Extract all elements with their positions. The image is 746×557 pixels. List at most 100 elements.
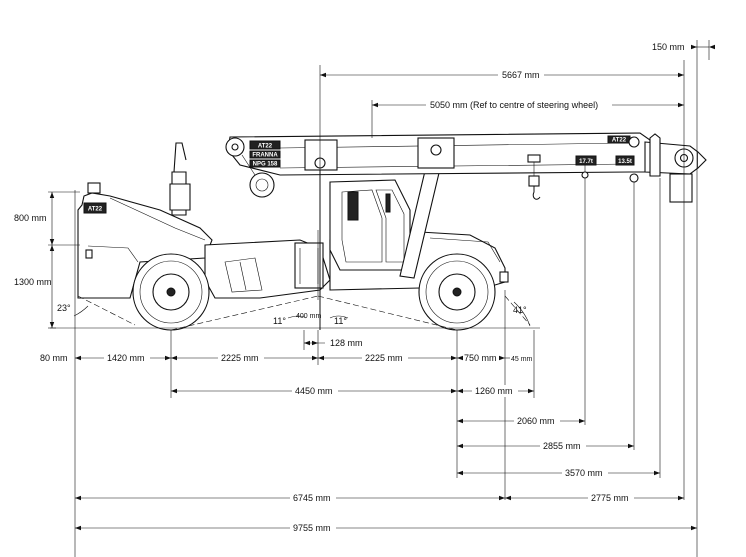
boom-plate-2-bg xyxy=(249,150,281,159)
angle-guides xyxy=(50,295,540,331)
arrowhead-down xyxy=(49,239,55,245)
arrowhead-left xyxy=(457,418,463,424)
rear-engine-housing xyxy=(77,192,213,299)
boom-plate-4-bg xyxy=(575,155,597,166)
dim-400: 400 mm xyxy=(296,313,321,320)
arrowhead-left xyxy=(171,355,177,361)
arrowhead-up xyxy=(49,192,55,198)
boom-plate-4: 17.7t xyxy=(579,159,593,165)
arrowhead-right xyxy=(579,418,585,424)
angle-arc-11-right xyxy=(329,315,349,319)
chassis-step xyxy=(224,257,263,293)
arrowhead-right xyxy=(678,72,684,78)
boom-plate-1-bg xyxy=(249,140,281,150)
engine-housing-panel xyxy=(87,245,139,263)
arrowhead-right xyxy=(691,44,697,50)
rear-light xyxy=(87,182,101,194)
arrowhead-left xyxy=(320,72,326,78)
extension-lines xyxy=(74,40,710,557)
counterweight-badge-bg xyxy=(83,202,107,214)
dim-2060: 2060 mm xyxy=(517,416,555,426)
boom-plate-3-bg xyxy=(249,159,281,168)
dim-2225-right: 2225 mm xyxy=(365,353,403,363)
dim-5667: 5667 mm xyxy=(502,70,540,80)
dim-6745: 6745 mm xyxy=(293,493,331,503)
dim-150: 150 mm xyxy=(652,42,685,52)
angle-front: 41° xyxy=(513,305,527,315)
arrowhead-left xyxy=(457,443,463,449)
boom-plate-5-bg xyxy=(615,155,635,166)
arrowhead-left xyxy=(171,388,177,394)
front-approach-line xyxy=(504,295,531,326)
angle-breakover-left: 11° xyxy=(273,316,286,326)
hook-head xyxy=(527,154,541,163)
arrowhead-left xyxy=(457,470,463,476)
arrowhead-left xyxy=(709,44,715,50)
arrowhead-left xyxy=(75,355,81,361)
boom-plate-3: NPG 158 xyxy=(253,162,278,168)
arrowhead-right xyxy=(312,355,318,361)
dim-2855: 2855 mm xyxy=(543,441,581,451)
rear-departure-line xyxy=(77,295,136,326)
arrowhead-right xyxy=(451,355,457,361)
angle-arc-11-left xyxy=(287,315,307,319)
arrowhead-right xyxy=(691,525,697,531)
hook-block xyxy=(528,175,540,187)
dim-1420: 1420 mm xyxy=(107,353,145,363)
arrowhead-left xyxy=(75,495,81,501)
front-light xyxy=(499,271,509,283)
arrowhead-left xyxy=(372,102,378,108)
arrowhead-right xyxy=(165,355,171,361)
dimension-arrowheads xyxy=(49,44,715,531)
dim-2775: 2775 mm xyxy=(591,493,629,503)
dim-5050: 5050 mm (Ref to centre of steering wheel… xyxy=(430,100,598,110)
angle-arc-23 xyxy=(73,305,89,317)
arrowhead-right xyxy=(528,388,534,394)
rear-wheel xyxy=(132,253,210,331)
hoist-winch xyxy=(249,172,275,198)
arrowhead-right xyxy=(499,495,505,501)
arrowhead-right xyxy=(678,495,684,501)
hydraulic-tank xyxy=(294,242,324,289)
dim-9755: 9755 mm xyxy=(293,523,331,533)
boom-plate-2: FRANNA xyxy=(252,153,278,159)
dim-2225-left: 2225 mm xyxy=(221,353,259,363)
arrowhead-left xyxy=(318,355,324,361)
dim-750: 750 mm xyxy=(464,353,497,363)
counterweight-badge: AT22 xyxy=(88,207,103,213)
tip-hook-block xyxy=(669,173,693,203)
angle-rear: 23° xyxy=(57,303,71,313)
dim-800: 800 mm xyxy=(14,213,47,223)
dim-128: 128 mm xyxy=(330,338,363,348)
arrowhead-left xyxy=(457,355,463,361)
arrowhead-right xyxy=(628,443,634,449)
cab-window xyxy=(341,189,383,263)
front-wheel xyxy=(418,253,496,331)
boom-plate-5: 13.5t xyxy=(618,159,632,165)
arrowhead-right xyxy=(451,388,457,394)
breakover-left-line xyxy=(170,295,319,331)
arrowhead-down xyxy=(49,322,55,328)
arrowhead-left xyxy=(75,525,81,531)
rear-reflector xyxy=(85,249,93,259)
dim-1260: 1260 mm xyxy=(475,386,513,396)
dim-45: 45 mm xyxy=(511,356,533,363)
arrowhead-right xyxy=(654,470,660,476)
arrowhead-left xyxy=(304,340,310,346)
arrowhead-right xyxy=(678,102,684,108)
boom-plate-1: AT22 xyxy=(258,144,273,150)
dim-3570: 3570 mm xyxy=(565,468,603,478)
crane-hook xyxy=(532,186,541,200)
dim-80: 80 mm xyxy=(40,353,68,363)
dim-1300: 1300 mm xyxy=(14,277,52,287)
arrowhead-right xyxy=(312,340,318,346)
arrowhead-up xyxy=(49,245,55,251)
crane-vehicle: AT22 AT22 xyxy=(77,132,707,331)
arrowhead-left xyxy=(457,388,463,394)
angle-breakover-right: 11° xyxy=(334,316,347,326)
arrowhead-left xyxy=(505,495,511,501)
boom-tip-badge: AT22 xyxy=(612,138,627,144)
breakover-right-line xyxy=(317,295,458,331)
angle-arc-41 xyxy=(513,301,531,327)
